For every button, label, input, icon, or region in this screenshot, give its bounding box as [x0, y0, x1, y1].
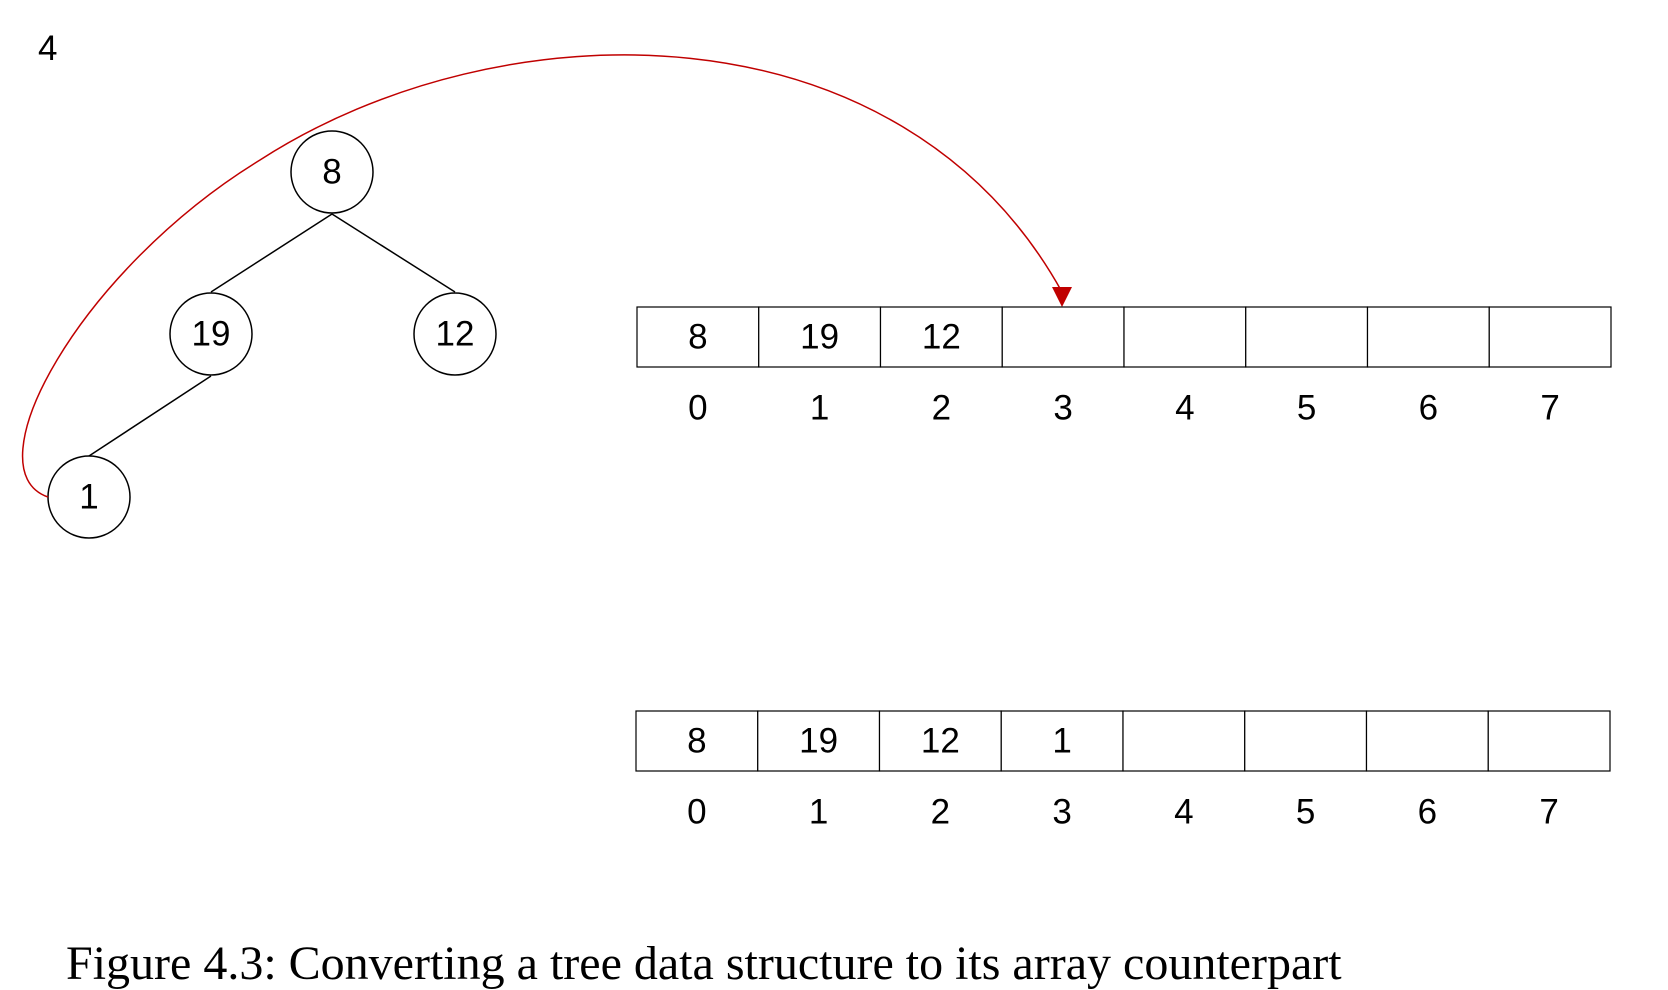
array-index-label: 2	[932, 389, 951, 428]
array-index-label: 1	[810, 389, 829, 428]
step-label: 4	[38, 29, 57, 68]
tree-node-left: 19	[169, 292, 253, 376]
array-cell-value: 8	[687, 722, 706, 761]
tree-edge	[210, 213, 333, 293]
array-after: 8 0 19 1 12 2 1 3 4 5 6 7	[635, 710, 1611, 832]
array-cell	[1244, 710, 1368, 772]
tree-node-label: 19	[192, 315, 231, 354]
tree-node-left-left: 1	[47, 455, 131, 539]
array-index-label: 3	[1053, 389, 1072, 428]
array-index-label: 5	[1297, 389, 1316, 428]
array-cell	[1122, 710, 1246, 772]
array-cell	[1488, 306, 1612, 368]
array-cell-value: 1	[1052, 722, 1071, 761]
array-cell	[635, 710, 759, 772]
array-cell	[1366, 306, 1490, 368]
array-cell-value: 19	[799, 722, 838, 761]
array-cell-value: 19	[800, 318, 839, 357]
array-cell-value: 12	[922, 318, 961, 357]
tree-edge	[88, 375, 212, 457]
array-index-label: 1	[809, 793, 828, 832]
array-index-label: 2	[931, 793, 950, 832]
insert-arrowhead	[1052, 287, 1072, 307]
array-index-label: 4	[1175, 389, 1194, 428]
tree-node-label: 8	[322, 153, 341, 192]
array-index-label: 3	[1052, 793, 1071, 832]
tree-node-circle	[290, 130, 374, 214]
array-index-label: 4	[1174, 793, 1193, 832]
array-cell	[878, 710, 1002, 772]
tree-node-root: 8	[290, 130, 374, 214]
array-index-label: 0	[688, 389, 707, 428]
array-index-label: 7	[1539, 793, 1558, 832]
array-cell	[1487, 710, 1611, 772]
array-cell	[879, 306, 1003, 368]
tree-node-label: 12	[436, 315, 475, 354]
array-index-label: 0	[687, 793, 706, 832]
tree-node-circle	[169, 292, 253, 376]
figure-caption: Figure 4.3: Converting a tree data struc…	[66, 937, 1342, 990]
array-cell	[1245, 306, 1369, 368]
tree-edge	[331, 213, 456, 293]
insert-arrow	[21, 54, 1063, 498]
tree-node-label: 1	[79, 478, 98, 517]
array-cell-value: 8	[688, 318, 707, 357]
array-cell	[1365, 710, 1489, 772]
array-cell	[1001, 306, 1125, 368]
tree-node-right: 12	[413, 292, 497, 376]
array-cell	[636, 306, 760, 368]
array-cell	[1000, 710, 1124, 772]
array-index-label: 6	[1418, 793, 1437, 832]
array-index-label: 5	[1296, 793, 1315, 832]
array-cell	[1123, 306, 1247, 368]
array-index-label: 6	[1419, 389, 1438, 428]
tree-node-circle	[413, 292, 497, 376]
array-cell	[757, 710, 881, 772]
array-cell-value: 12	[921, 722, 960, 761]
array-index-label: 7	[1540, 389, 1559, 428]
tree-edges	[88, 213, 456, 457]
